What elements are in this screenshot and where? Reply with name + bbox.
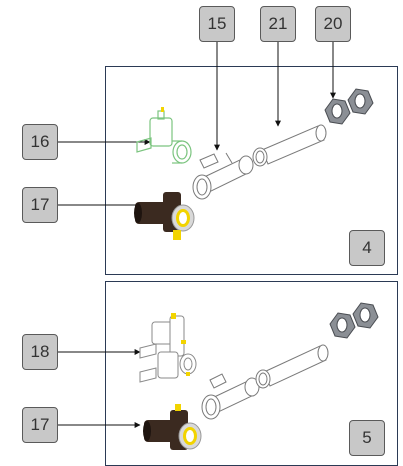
callout-20: 20 — [315, 6, 351, 42]
nuts-20-step-5 — [329, 302, 379, 339]
leader-lines-step-5 — [58, 349, 141, 428]
valve-17-dark-step-5 — [143, 404, 202, 450]
fitting-15 — [192, 152, 254, 200]
callout-17-top: 17 — [22, 187, 58, 223]
valve-18 — [139, 315, 197, 383]
pipe-21-step-5 — [255, 344, 329, 389]
callout-17-bottom: 17 — [22, 407, 58, 443]
callout-16: 16 — [22, 124, 58, 160]
callout-18: 18 — [22, 334, 58, 370]
step-4-label: 4 — [349, 230, 385, 266]
callout-21: 21 — [260, 6, 296, 42]
valve-17-dark — [134, 192, 195, 240]
leader-lines-step-4 — [58, 42, 336, 208]
fitting-15-step-5 — [201, 373, 260, 420]
callout-15: 15 — [199, 6, 235, 42]
nuts-20 — [324, 88, 374, 125]
pipe-21 — [252, 124, 327, 167]
step-5-label: 5 — [349, 420, 385, 456]
valve-16 — [136, 110, 192, 164]
